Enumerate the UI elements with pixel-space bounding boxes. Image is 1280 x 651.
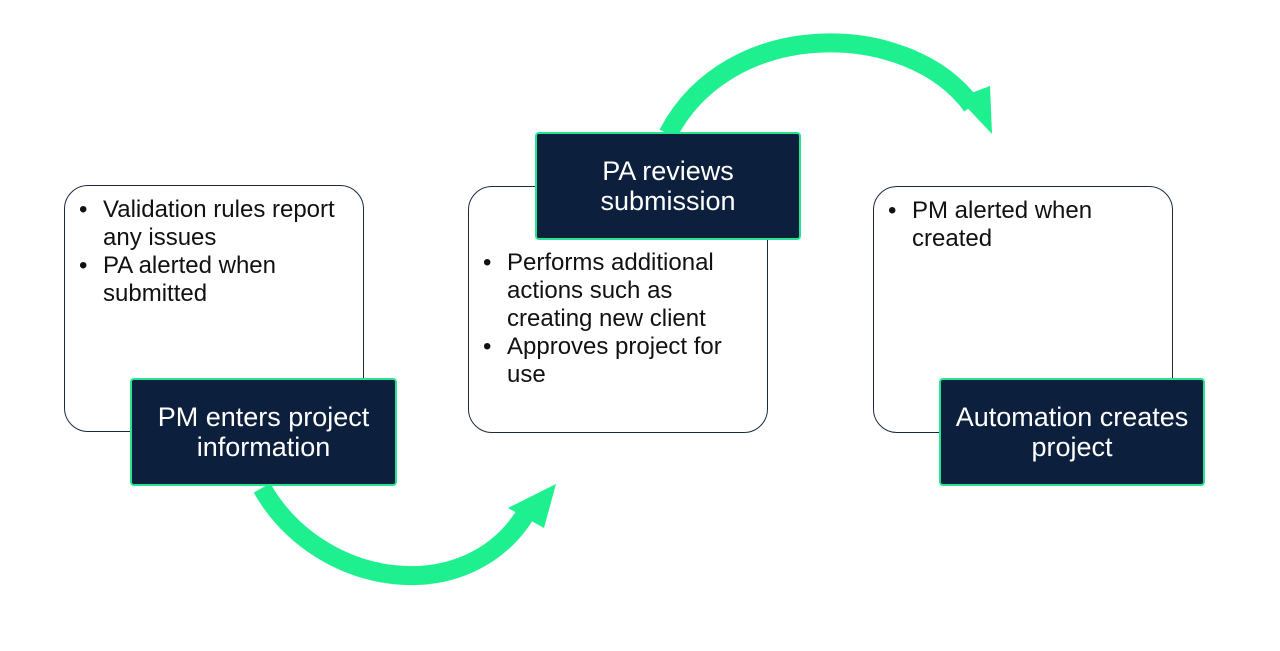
- step2-bullet-list: Performs additional actions such as crea…: [479, 249, 757, 389]
- step3-bullet: PM alerted when created: [884, 197, 1162, 253]
- step3-bullet-list: PM alerted when created: [884, 197, 1162, 253]
- arrowhead-step3: [958, 86, 992, 134]
- step1-bullet: Validation rules report any issues: [75, 196, 353, 252]
- arrow-step2-to-step3: [659, 33, 980, 139]
- step2-title: PA reviews submission: [535, 132, 801, 240]
- step1-title: PM enters project information: [130, 378, 397, 486]
- step3-title: Automation creates project: [939, 378, 1205, 486]
- step1-bullet-list: Validation rules report any issues PA al…: [75, 196, 353, 308]
- arrowhead-step2: [508, 484, 556, 528]
- step2-bullet: Approves project for use: [479, 333, 757, 389]
- step2-bullet: Performs additional actions such as crea…: [479, 249, 757, 333]
- arrow-step1-to-step2: [253, 483, 537, 586]
- step1-bullet: PA alerted when submitted: [75, 252, 353, 308]
